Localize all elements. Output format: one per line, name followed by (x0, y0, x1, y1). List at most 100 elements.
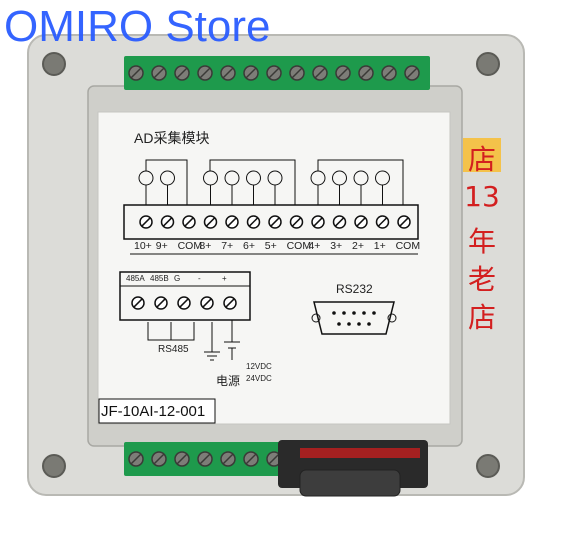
terminal-label-3: COM (177, 240, 203, 252)
diagram-screw-slot-4 (205, 217, 216, 227)
diagram-screw-slot-12 (377, 217, 388, 227)
rs232-pin-bottom-4 (367, 322, 371, 326)
store-watermark: OMIRO Store (4, 2, 271, 51)
mounting-hole-top-left (42, 52, 66, 76)
bottom-screw-slot-6 (245, 453, 257, 465)
comm-screw-slot-4 (202, 298, 212, 308)
rs232-pin-top-3 (352, 311, 356, 315)
comm-terminal-block (119, 271, 251, 321)
bottom-screw-slot-7 (268, 453, 280, 465)
diagram-terminal-screws (139, 215, 411, 229)
mounting-hole-bottom-left (42, 454, 66, 478)
top-screw-slot-12 (383, 67, 395, 79)
rs232-port-drawing (313, 301, 395, 335)
terminal-label-10: 3+ (330, 240, 343, 252)
sensor-common-wire-2 (209, 159, 296, 205)
top-screw-slot-5 (222, 67, 234, 79)
comm-label-4: - (198, 274, 201, 283)
diagram-screw-slot-13 (399, 217, 409, 227)
bottom-screw-slot-4 (199, 453, 211, 465)
top-screw-slot-11 (360, 67, 372, 79)
rs232-pin-bottom-2 (347, 322, 351, 326)
rs232-pin-top-2 (342, 311, 346, 315)
module-title: AD采集模块 (134, 130, 210, 146)
diagram-screw-slot-8 (291, 217, 302, 227)
comm-label-5: + (222, 274, 227, 283)
diagram-screw-slot-9 (313, 217, 323, 227)
top-screw-slot-10 (337, 67, 349, 79)
mounting-hole-bottom-right (476, 454, 500, 478)
model-label-box (98, 398, 216, 424)
comm-label-1: 485A (126, 274, 145, 283)
comm-screw-slot-3 (179, 298, 189, 308)
side-badge-highlight (463, 138, 501, 172)
terminal-label-5: 7+ (221, 240, 234, 252)
comm-screw-slot-1 (133, 298, 143, 308)
rs232-pin-bottom-3 (357, 322, 361, 326)
bottom-screw-slot-5 (222, 453, 234, 465)
rs232-pins (332, 311, 376, 326)
terminal-label-12: 1+ (373, 240, 386, 252)
terminal-label-4: 8+ (199, 240, 212, 252)
bottom-terminal-screws (128, 451, 282, 467)
diagram-screw-slot-10 (334, 217, 345, 227)
terminal-label-7: 5+ (264, 240, 277, 252)
ground-symbol (204, 322, 220, 361)
diagram-screw-slot-1 (141, 217, 151, 227)
comm-terminal-screws (131, 296, 237, 310)
badge-char-3: 年 (467, 225, 496, 258)
terminal-label-1: 10+ (134, 240, 152, 252)
rs232-pin-top-4 (362, 311, 366, 315)
top-screw-slot-3 (176, 67, 188, 79)
terminal-label-8: COM (286, 240, 312, 252)
db9-connector-shell (299, 469, 401, 497)
badge-char-2: 13 (464, 180, 500, 213)
bottom-screw-slot-1 (130, 453, 142, 465)
mounting-hole-top-right (476, 52, 500, 76)
sensor-common-wire-3 (317, 159, 404, 205)
rs232-pin-top-1 (332, 311, 336, 315)
terminal-label-6: 6+ (243, 240, 255, 252)
top-screw-slot-7 (268, 67, 280, 79)
power-label: 电源 (216, 374, 241, 388)
sensor-symbols (138, 159, 404, 205)
badge-char-1: 店 (467, 143, 496, 176)
diagram-screw-slot-2 (162, 217, 173, 227)
top-screw-slot-1 (130, 67, 142, 79)
terminal-label-2: 9+ (155, 240, 168, 252)
top-screw-slot-8 (291, 67, 303, 79)
comm-screw-slot-5 (225, 298, 235, 308)
diagram-screw-slot-5 (227, 217, 237, 227)
diagram-screw-slot-7 (270, 217, 280, 227)
terminal-block-diagram (123, 204, 419, 240)
bottom-screw-slot-2 (153, 453, 165, 465)
sensor-common-wire-1 (145, 159, 188, 205)
top-screw-slot-13 (406, 67, 418, 79)
top-terminal-screws (128, 65, 420, 81)
power-symbol (224, 320, 240, 360)
top-screw-slot-2 (153, 67, 165, 79)
comm-screw-slot-2 (156, 298, 166, 308)
badge-char-4: 老 (467, 263, 496, 296)
power-voltage-12: 12VDC (246, 362, 272, 371)
rs485-label: RS485 (158, 344, 189, 355)
model-number: JF-10AI-12-001 (101, 403, 206, 420)
comm-label-2: 485B (150, 274, 169, 283)
top-screw-slot-9 (314, 67, 326, 79)
terminal-label-13: COM (395, 240, 421, 252)
rs232-label: RS232 (336, 282, 373, 296)
diagram-screw-slot-11 (356, 217, 366, 227)
label-panel (97, 111, 451, 425)
rs232-screw-left (311, 313, 321, 323)
red-wire (300, 448, 420, 458)
rs232-screw-right (387, 313, 397, 323)
bottom-screw-slot-3 (176, 453, 188, 465)
diagram-screw-slot-6 (248, 217, 259, 227)
terminal-label-9: 4+ (308, 240, 321, 252)
terminal-label-11: 2+ (352, 240, 364, 252)
badge-char-5: 店 (467, 301, 496, 334)
rs232-pin-bottom-1 (337, 322, 341, 326)
top-screw-slot-4 (199, 67, 211, 79)
